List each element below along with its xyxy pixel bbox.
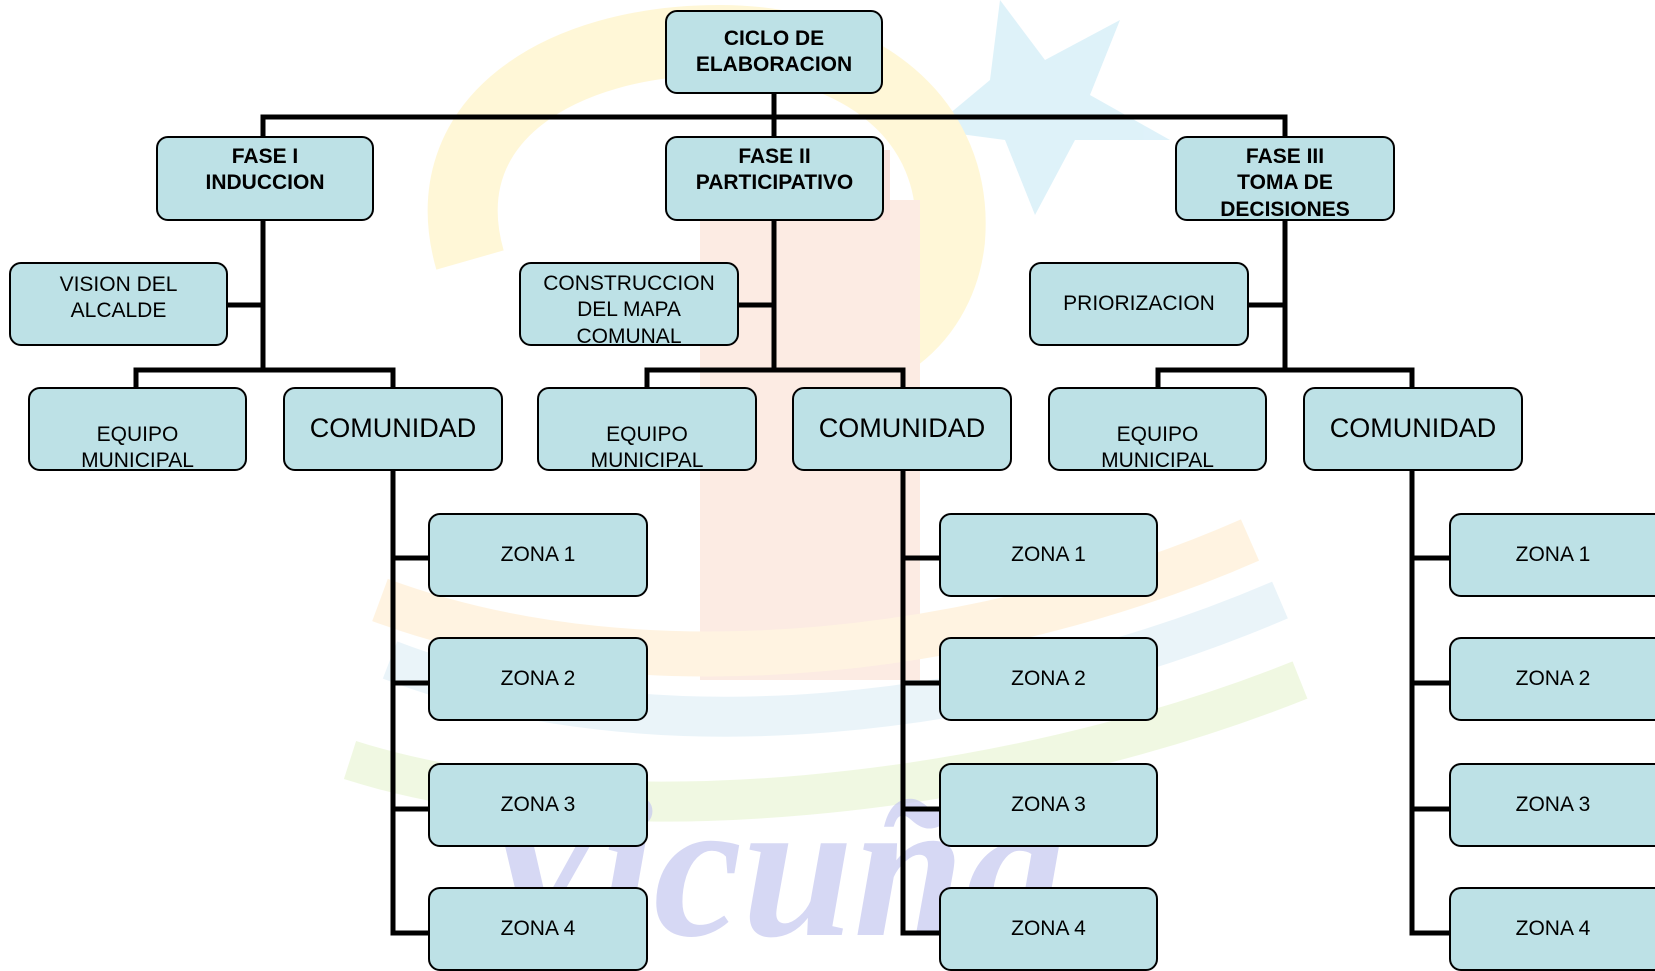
- phase-1-zona-3: ZONA 3: [428, 763, 648, 847]
- connector-phase-1: [133, 217, 396, 390]
- phase-3-comunidad-node: COMUNIDAD: [1303, 387, 1523, 471]
- phase-2-equipo-node: EQUIPO MUNICIPAL: [537, 387, 757, 471]
- phase-3-equipo-node: EQUIPO MUNICIPAL: [1048, 387, 1267, 471]
- phase-2-zona-2: ZONA 2: [939, 637, 1158, 721]
- phase-3-side-node: PRIORIZACION: [1029, 262, 1249, 346]
- connector-zonas-1: [390, 467, 433, 936]
- phase-3-zona-3: ZONA 3: [1449, 763, 1655, 847]
- phase-3-zona-2: ZONA 2: [1449, 637, 1655, 721]
- phase-1-zona-2: ZONA 2: [428, 637, 648, 721]
- connector-root: [260, 89, 1288, 139]
- connector-phase-3: [1155, 217, 1415, 390]
- phase-2-comunidad-node: COMUNIDAD: [792, 387, 1012, 471]
- phase-2-zona-4: ZONA 4: [939, 887, 1158, 971]
- phase-2-zona-1: ZONA 1: [939, 513, 1158, 597]
- connector-zonas-3: [1409, 467, 1453, 936]
- phase-1-equipo-node: EQUIPO MUNICIPAL: [28, 387, 247, 471]
- phase-1-side-node: VISION DEL ALCALDE: [9, 262, 228, 346]
- connector-zonas-2: [900, 467, 943, 936]
- phase-2-node: FASE II PARTICIPATIVO: [665, 136, 884, 221]
- root-node: CICLO DE ELABORACION: [665, 10, 883, 94]
- phase-3-node: FASE III TOMA DE DECISIONES: [1175, 136, 1395, 221]
- phase-1-comunidad-node: COMUNIDAD: [283, 387, 503, 471]
- phase-3-zona-4: ZONA 4: [1449, 887, 1655, 971]
- phase-3-zona-1: ZONA 1: [1449, 513, 1655, 597]
- phase-2-side-node: CONSTRUCCION DEL MAPA COMUNAL: [519, 262, 739, 346]
- watermark-star: [930, 0, 1170, 215]
- connector-phase-2: [644, 217, 906, 390]
- phase-2-zona-3: ZONA 3: [939, 763, 1158, 847]
- phase-1-node: FASE I INDUCCION: [156, 136, 374, 221]
- phase-1-zona-4: ZONA 4: [428, 887, 648, 971]
- phase-1-zona-1: ZONA 1: [428, 513, 648, 597]
